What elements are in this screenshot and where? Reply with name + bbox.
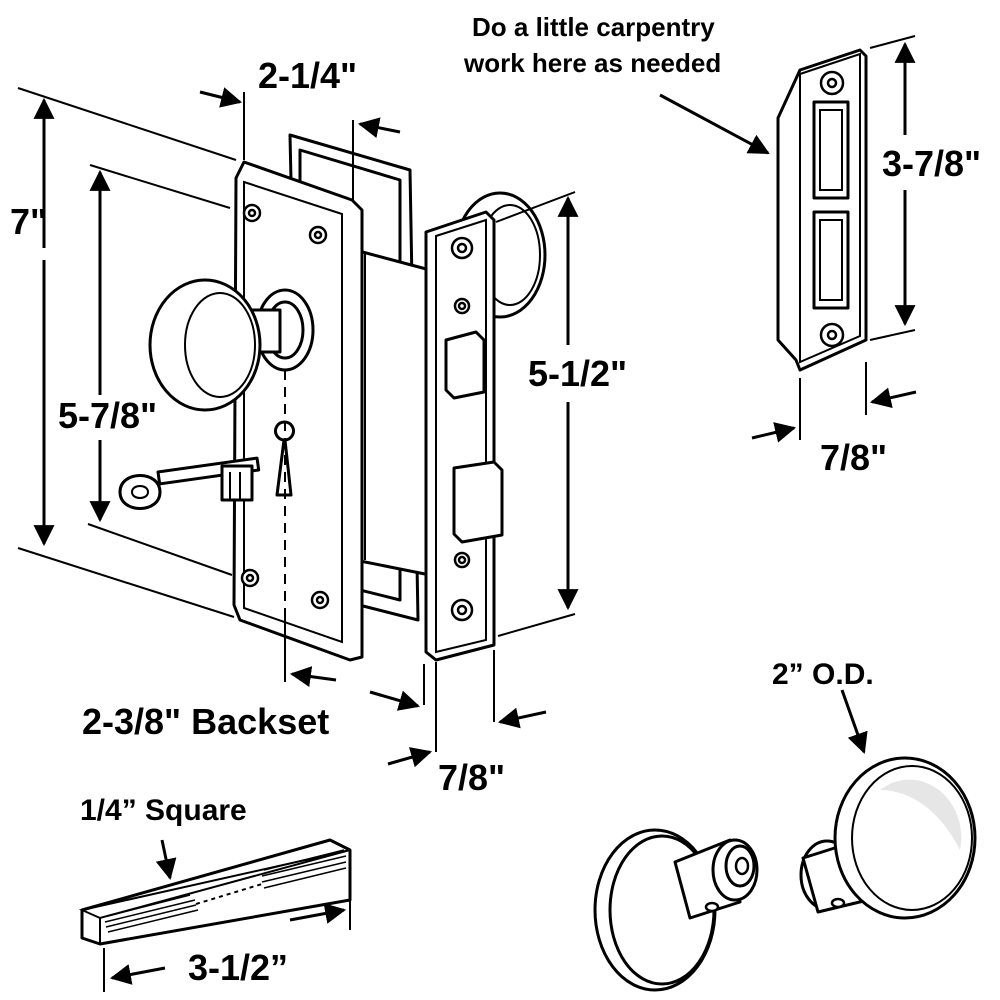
spare-knobs: [593, 689, 977, 992]
label-7: 7": [10, 201, 47, 242]
skeleton-key: [118, 456, 261, 510]
escutcheon-plate: [232, 160, 364, 662]
deadbolt: [444, 330, 486, 400]
knob-left: [593, 828, 759, 992]
label-backset: 2-3/8" Backset: [82, 701, 329, 742]
faceplate: [424, 210, 504, 662]
strike-plate: [659, 35, 917, 443]
knob-right: [799, 756, 977, 920]
label-carpentry-line2: work here as needed: [463, 48, 721, 78]
label-spindle-length: 3-1/2”: [188, 947, 288, 988]
label-strike-width: 7/8": [820, 437, 887, 478]
label-strike-height: 3-7/8": [882, 143, 981, 184]
door-knob: [148, 278, 315, 412]
dimension-lines: [17, 87, 579, 768]
label-faceplate-width: 7/8": [438, 757, 505, 798]
label-knob-od: 2” O.D.: [772, 658, 874, 691]
label-5-7-8: 5-7/8": [58, 395, 157, 436]
spindle: [78, 838, 352, 992]
label-5-1-2: 5-1/2": [528, 353, 627, 394]
dimension-labels: 2-1/4" 7" 5-7/8" 5-1/2" 2-3/8" Backset 7…: [10, 12, 981, 988]
label-spindle-square: 1/4” Square: [80, 794, 247, 827]
label-carpentry-line1: Do a little carpentry: [472, 12, 715, 42]
label-2-1-4: 2-1/4": [258, 55, 357, 96]
latch-bolt: [452, 460, 504, 544]
mortise-lock-assembly: [118, 133, 547, 662]
